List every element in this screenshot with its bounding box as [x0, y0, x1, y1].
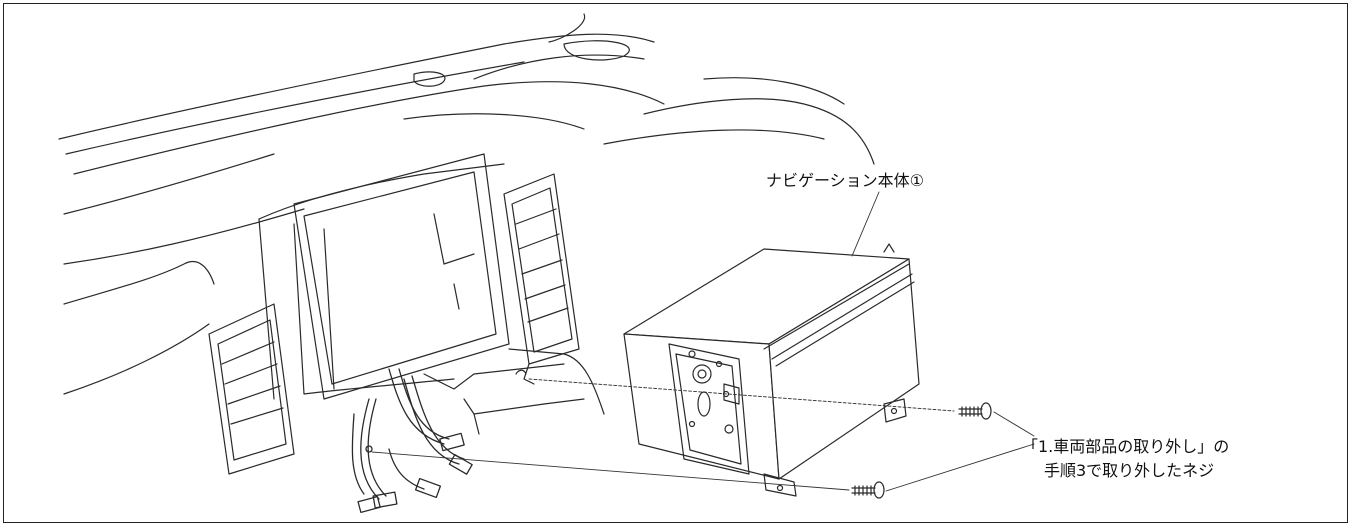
screws	[851, 402, 992, 499]
navigation-unit	[623, 243, 920, 497]
navigation-unit-label: ナビゲーション本体①	[766, 171, 925, 190]
screw-note-line1: 「1.車両部品の取り外し」の	[1022, 437, 1230, 456]
screw-note-line2: 手順3で取り外したネジ	[1044, 461, 1215, 480]
dash-vents	[208, 163, 605, 475]
dashboard-outline	[58, 13, 875, 395]
dash-panel	[293, 153, 585, 435]
guide-lines	[371, 191, 1035, 492]
wire-harness	[351, 368, 473, 514]
installation-illustration	[58, 13, 1035, 514]
diagram-frame: ナビゲーション本体① 「1.車両部品の取り外し」の 手順3で取り外したネジ	[3, 3, 1348, 523]
